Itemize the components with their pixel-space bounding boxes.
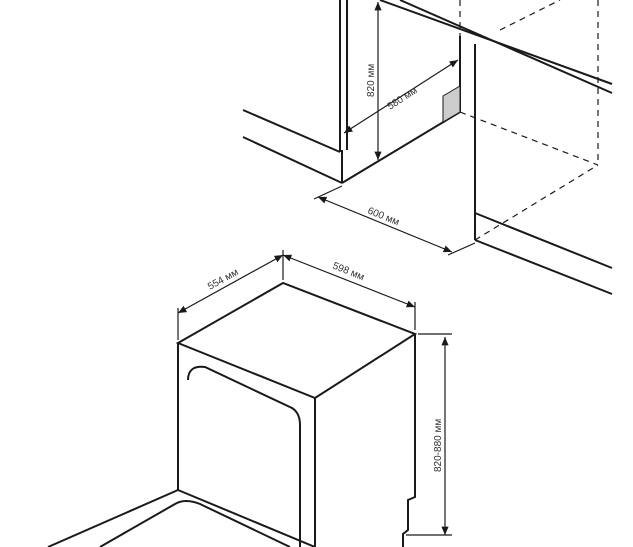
appliance-depth-label: 554 мм [206, 267, 240, 293]
dishwasher-drawing [47, 250, 452, 547]
appliance-height-label: 820-880 мм [433, 419, 444, 472]
appliance-width-label: 598 мм [331, 261, 366, 284]
socket-icon [442, 85, 461, 123]
niche-depth-label: 580 мм [386, 85, 420, 112]
niche-drawing [242, 0, 613, 295]
niche-height-label: 820 мм [366, 64, 377, 97]
niche-width-label: 600 мм [366, 206, 401, 229]
